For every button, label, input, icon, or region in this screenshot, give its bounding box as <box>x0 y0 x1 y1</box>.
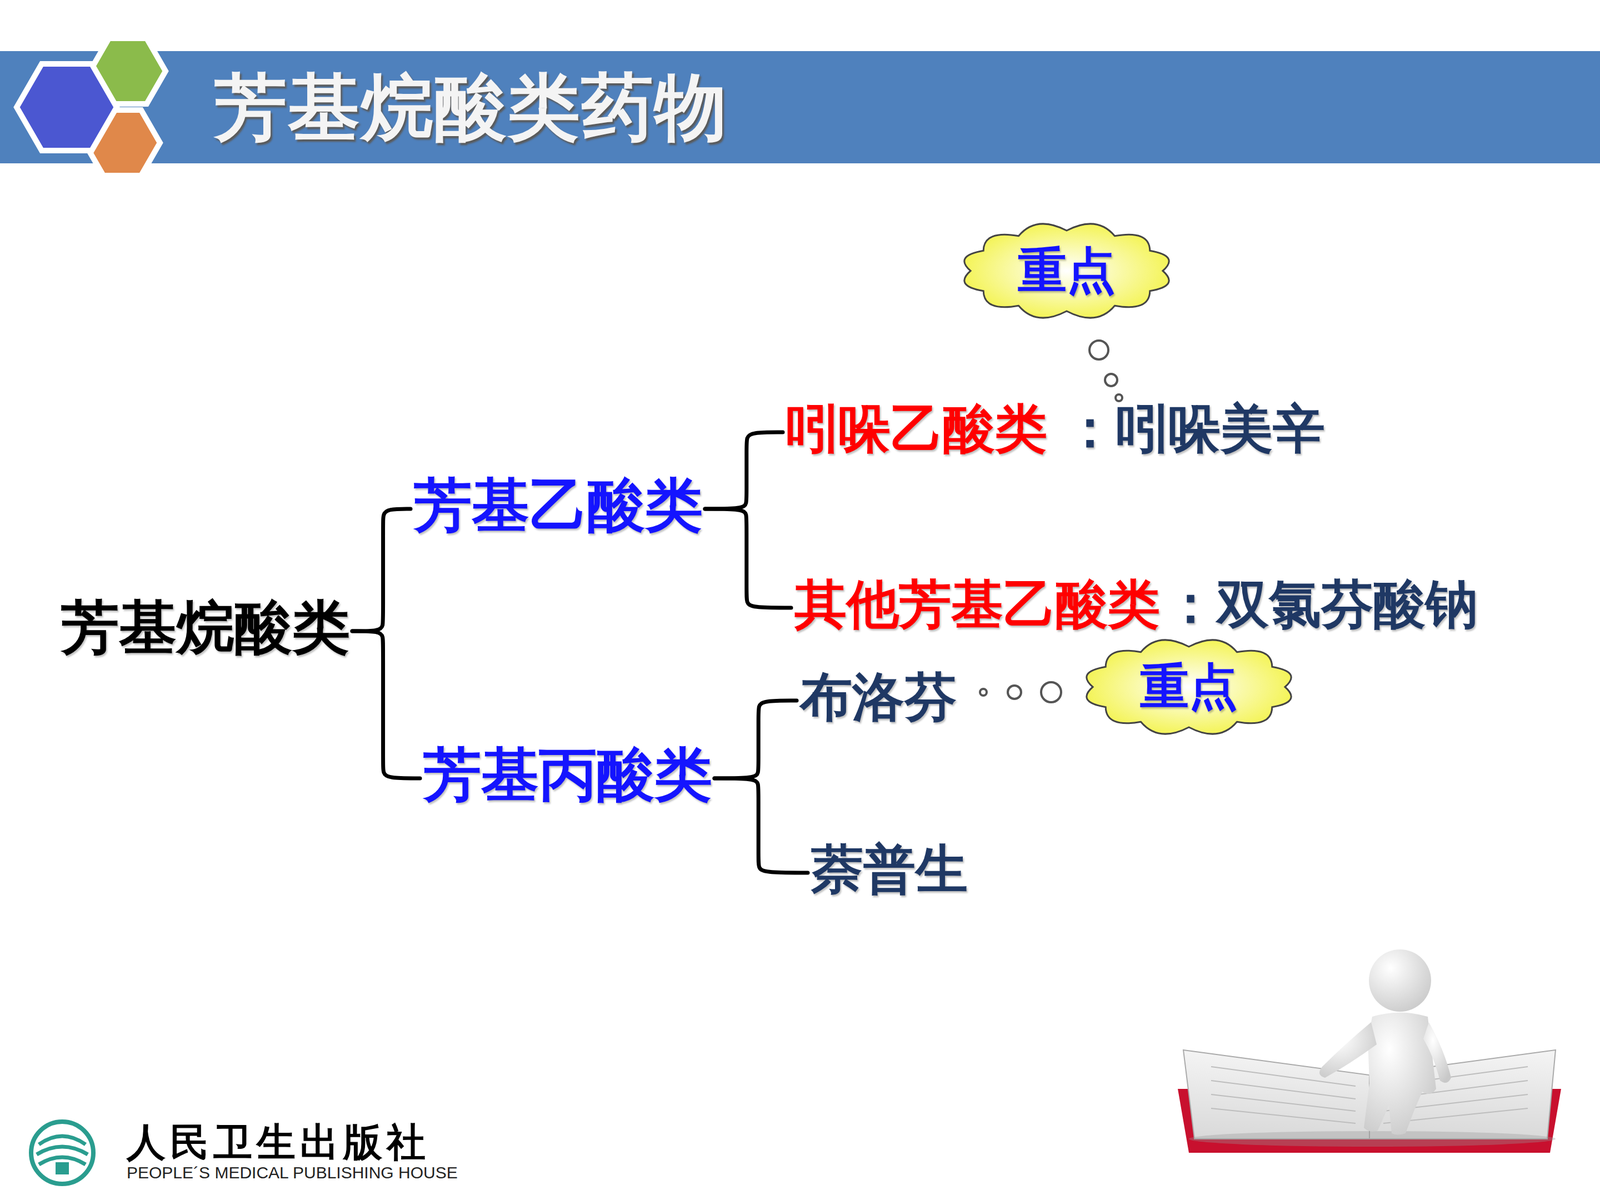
header-band <box>0 51 1600 164</box>
key-point-cloud: 重点 <box>1080 635 1298 739</box>
node-text: 吲哚乙酸类 <box>786 398 1048 459</box>
brace-connector <box>705 508 792 608</box>
category-node: 芳基丙酸类 <box>423 741 713 809</box>
category-node: 芳基烷酸类 <box>61 594 350 662</box>
publisher-name: 人民卫生出版社 <box>126 1116 430 1169</box>
node-text: 芳基丙酸类 <box>423 741 713 809</box>
node-text: 布洛芬 <box>800 667 957 728</box>
brace-connector <box>352 631 420 779</box>
book-figure-illustration <box>1177 949 1562 1153</box>
category-node: 芳基乙酸类 <box>413 472 703 539</box>
cloud-outline <box>1086 639 1292 734</box>
key-point-cloud: 重点 <box>958 219 1175 323</box>
category-node: 萘普生 <box>811 839 968 900</box>
category-node: 布洛芬 <box>800 667 957 728</box>
category-node: 吲哚乙酸类：吲哚美辛 <box>786 398 1325 459</box>
publisher-english: PEOPLE´S MEDICAL PUBLISHING HOUSE <box>126 1163 458 1183</box>
node-text: 其他芳基乙酸类 <box>794 574 1160 635</box>
node-text: 重点 <box>1017 242 1116 299</box>
node-text: 重点 <box>1140 658 1238 715</box>
drug-name: ：双氯芬酸钠 <box>1164 574 1478 635</box>
cloud-outline <box>964 223 1169 318</box>
publisher-emblem <box>31 1121 94 1184</box>
brace-connector <box>714 700 797 779</box>
category-node: 其他芳基乙酸类：双氯芬酸钠 <box>794 574 1478 635</box>
slide-title: 芳基烷酸类药物 <box>214 62 728 152</box>
brace-connector <box>705 432 783 509</box>
logo-hexagons <box>16 38 166 176</box>
thought-bubbles <box>980 340 1123 703</box>
node-text: 芳基乙酸类 <box>413 472 703 539</box>
node-text: 芳基烷酸类 <box>61 594 350 662</box>
drug-name: ：吲哚美辛 <box>1063 398 1325 459</box>
node-text: 萘普生 <box>811 839 968 900</box>
brace-connector <box>714 778 808 873</box>
brace-connector <box>352 508 411 632</box>
